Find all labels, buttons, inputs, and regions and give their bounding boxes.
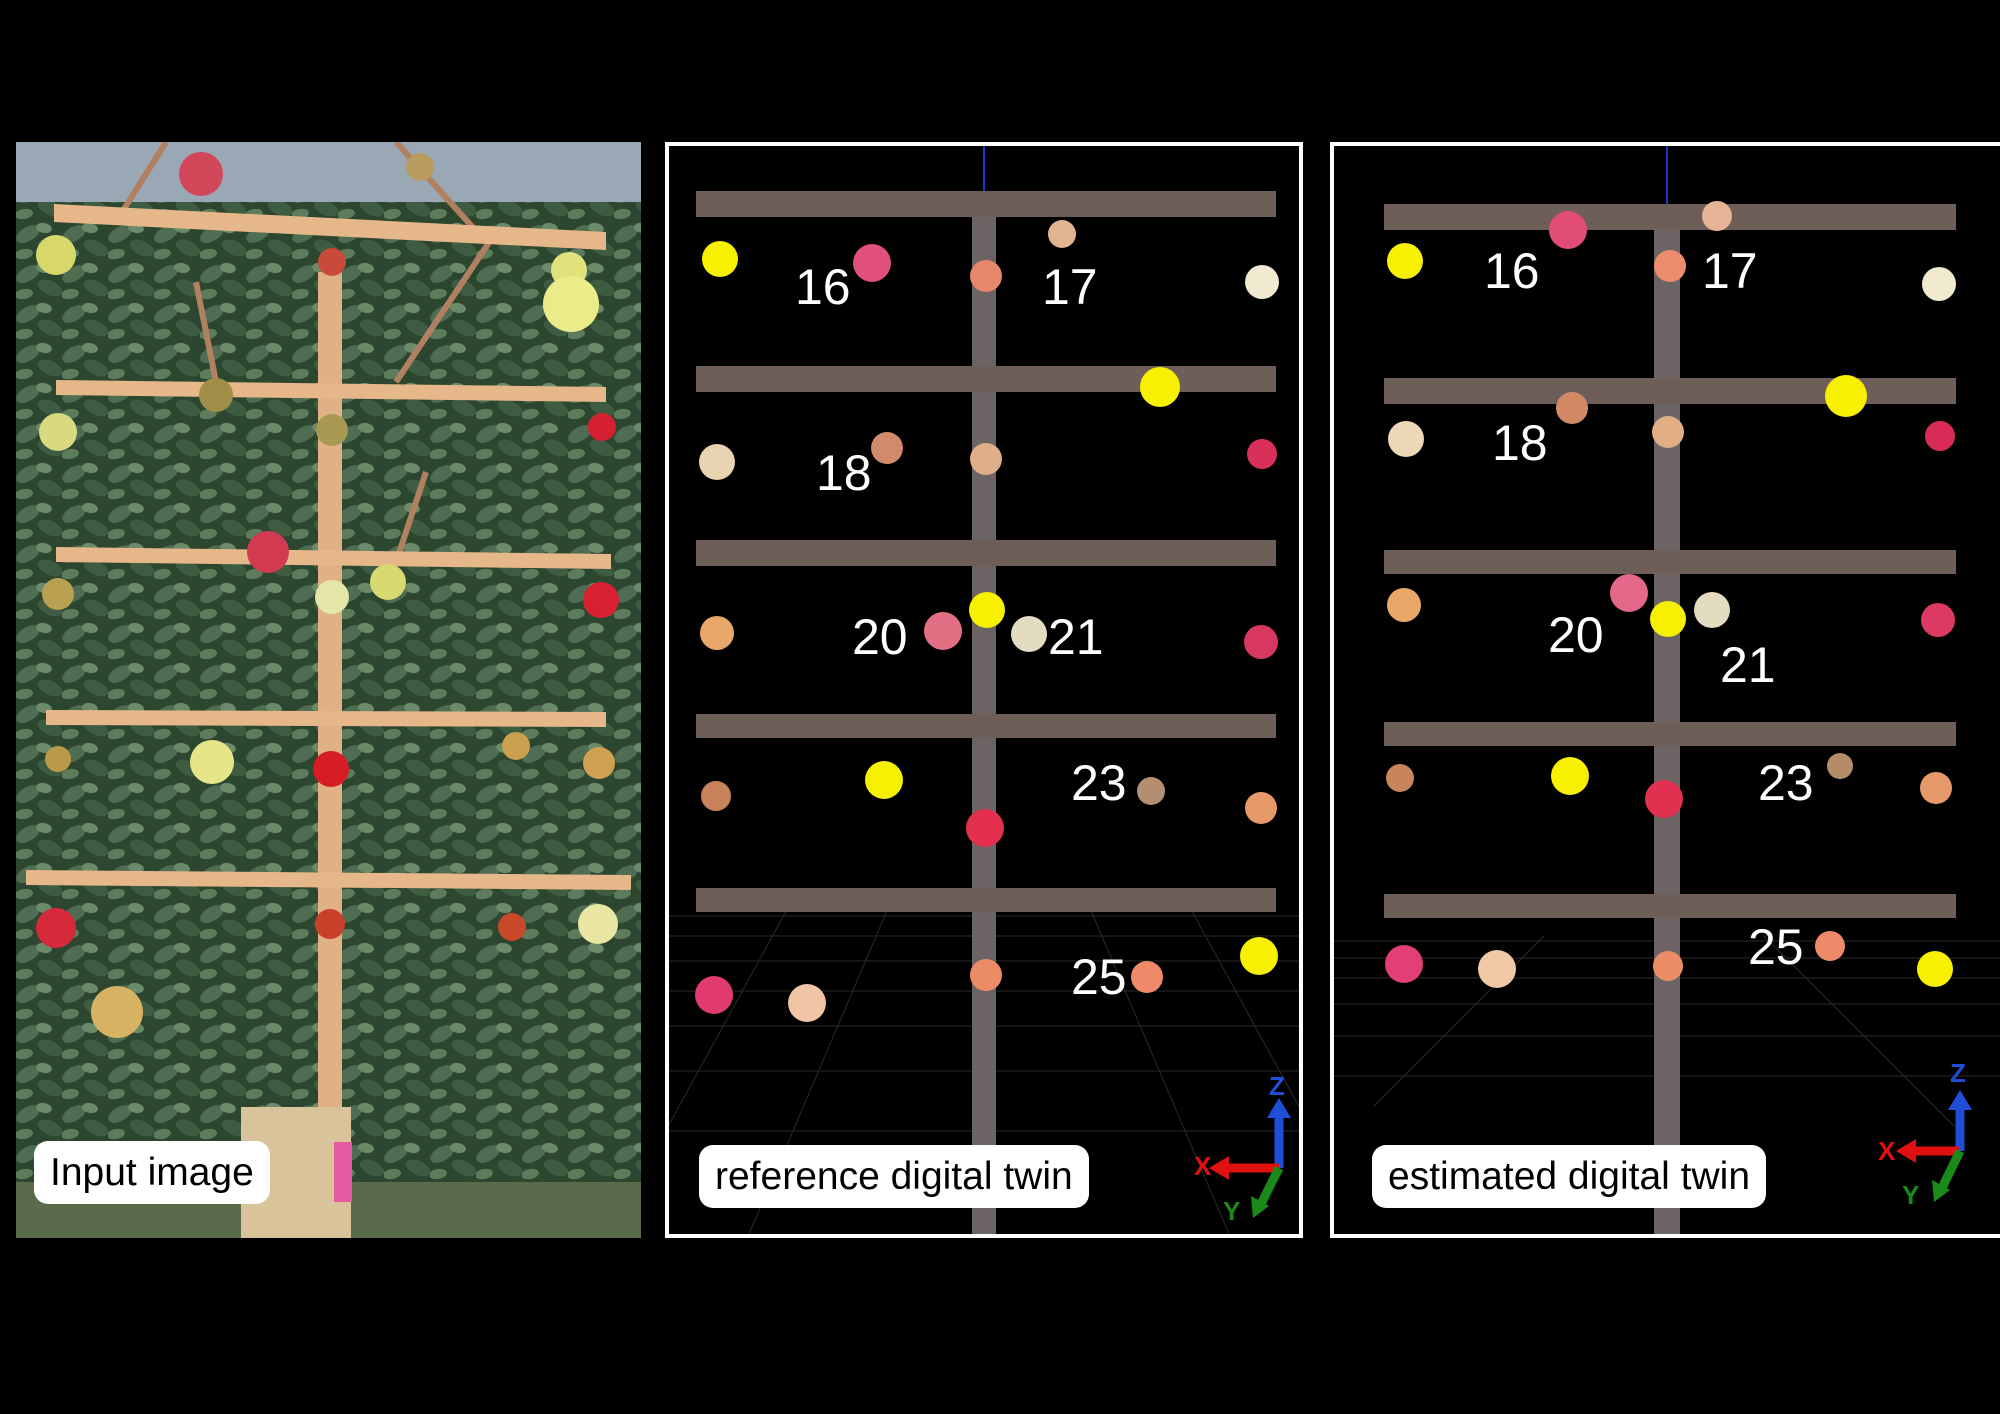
input-photo bbox=[16, 142, 641, 1238]
fruit-label-17: 17 bbox=[1702, 243, 1758, 299]
fruit-label-20: 20 bbox=[852, 609, 908, 665]
axis-z-label: Z bbox=[1269, 1071, 1285, 1101]
fruit-label-23: 23 bbox=[1758, 755, 1814, 811]
input-image-panel: Input image bbox=[16, 142, 641, 1238]
fruit-label-16: 16 bbox=[795, 259, 851, 315]
fruit-label-25: 25 bbox=[1748, 919, 1804, 975]
reference-digital-twin-panel: 16 17 18 20 21 23 25 Z X Y reference dig… bbox=[665, 142, 1303, 1238]
axis-x-label: X bbox=[1194, 1151, 1212, 1181]
fruit-label-25: 25 bbox=[1071, 949, 1127, 1005]
estimated-digital-twin-caption: estimated digital twin bbox=[1372, 1145, 1767, 1208]
fruit-label-23: 23 bbox=[1071, 755, 1127, 811]
fruit-label-16: 16 bbox=[1484, 243, 1540, 299]
axis-y-label: Y bbox=[1902, 1180, 1920, 1210]
fruit-label-21: 21 bbox=[1048, 609, 1104, 665]
estimated-scene bbox=[1334, 146, 2000, 1234]
fruit-label-17: 17 bbox=[1042, 259, 1098, 315]
reference-digital-twin-caption: reference digital twin bbox=[699, 1145, 1089, 1208]
input-image-caption: Input image bbox=[34, 1141, 270, 1204]
axis-x-label: X bbox=[1878, 1136, 1896, 1166]
axis-y-label: Y bbox=[1223, 1196, 1241, 1226]
estimated-digital-twin-panel: 16 17 18 20 21 23 25 Z X Y estimated dig… bbox=[1330, 142, 2000, 1238]
fruit-label-20: 20 bbox=[1548, 607, 1604, 663]
reference-scene bbox=[669, 146, 1299, 1234]
axis-z-label: Z bbox=[1950, 1058, 1966, 1088]
fruit-label-21: 21 bbox=[1720, 637, 1776, 693]
fruit-label-18: 18 bbox=[816, 445, 872, 501]
fruit-label-18: 18 bbox=[1492, 415, 1548, 471]
